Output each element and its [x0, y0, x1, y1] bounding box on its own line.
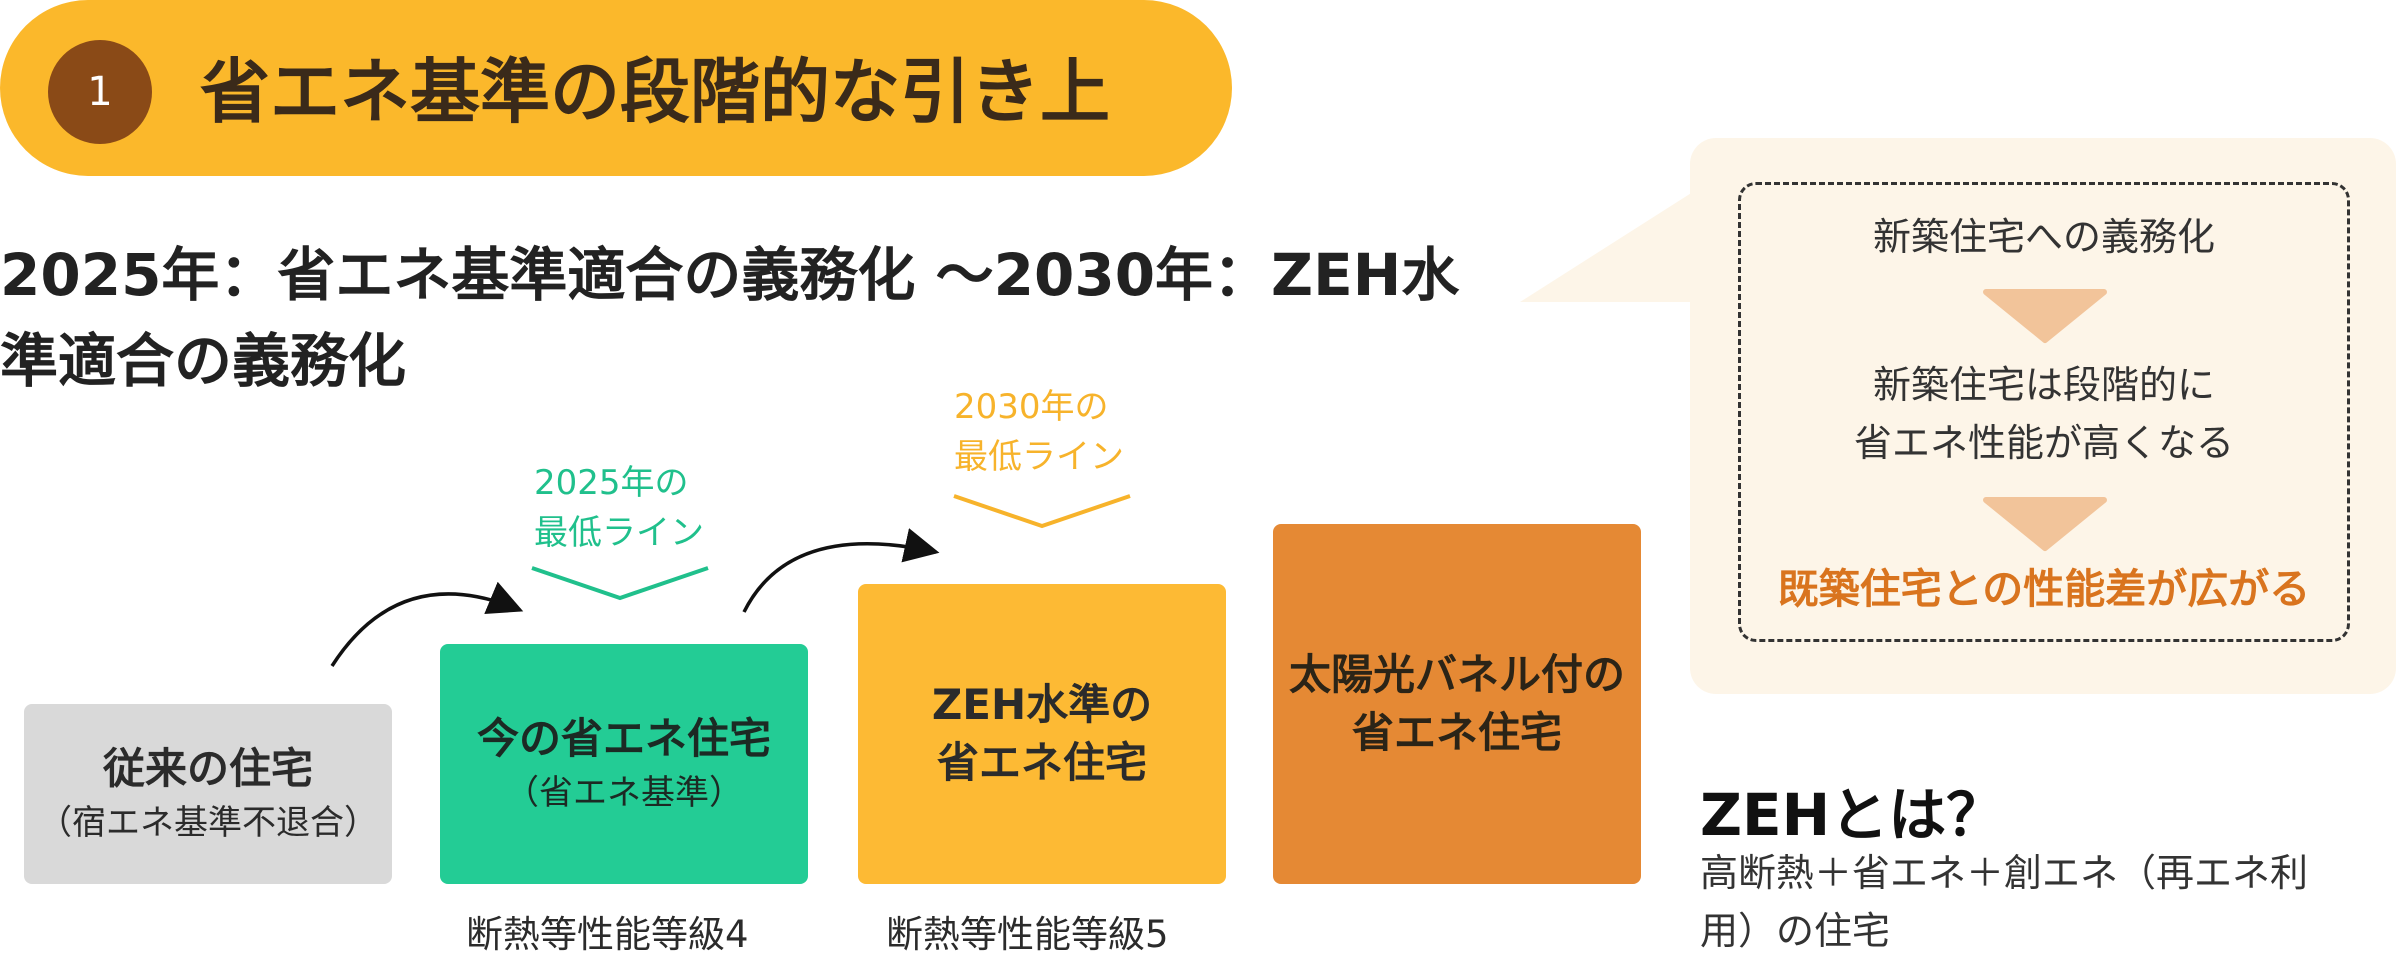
callout-frame: [1738, 182, 2350, 642]
arrow-2-icon: [742, 528, 940, 613]
step-subtitle: （宿エネ基準不退合）: [38, 803, 378, 843]
min-line-2025-label: 2025年の 最低ライン: [534, 463, 704, 553]
section-number-badge: 1: [48, 40, 152, 144]
zeh-description: 高断熱＋省エネ＋創エネ（再エネ利用）の住宅: [1700, 851, 2309, 953]
step-conventional-house: 従来の住宅 （宿エネ基準不退合）: [24, 704, 392, 884]
section-title: 省エネ基準の段階的な引き上: [200, 51, 1110, 133]
line-2030-chevron-icon: [953, 494, 1131, 529]
down-arrow-icon: [1983, 289, 2107, 343]
grade-label-4: 断熱等性能等級4: [466, 913, 749, 956]
section-header: [0, 0, 1232, 176]
callout-pointer: [1520, 190, 1696, 302]
down-arrow-icon: [1983, 497, 2107, 551]
callout-panel: [1690, 138, 2396, 694]
step-title: 今の省エネ住宅: [476, 714, 771, 763]
step-title: ZEH水準の 省エネ住宅: [931, 680, 1153, 787]
step-title: 太陽光バネル付の 省エネ住宅: [1288, 650, 1625, 757]
zeh-heading: ZEHとは？: [1700, 781, 2005, 849]
arrow-1-icon: [330, 581, 524, 667]
callout-line-2: 新築住宅は段階的に 省エネ性能が高くなる: [1853, 363, 2234, 465]
step-current-energy-saving-house: 今の省エネ住宅 （省エネ基準）: [440, 644, 808, 884]
step-subtitle: （省エネ基準）: [505, 773, 743, 813]
step-title: 従来の住宅: [102, 744, 313, 793]
subtitle: 2025年：省エネ基準適合の義務化 ～2030年：ZEH水準適合の義務化: [0, 241, 1460, 395]
callout-line-3: 既築住宅との性能差が広がる: [1777, 565, 2311, 613]
callout-line-1: 新築住宅への義務化: [1872, 215, 2215, 259]
step-solar-panel-house: 太陽光バネル付の 省エネ住宅: [1273, 524, 1641, 884]
grade-label-5: 断熱等性能等級5: [886, 913, 1169, 956]
line-2025-chevron-icon: [531, 566, 709, 601]
min-line-2030-label: 2030年の 最低ライン: [954, 387, 1124, 477]
step-zeh-level-house: ZEH水準の 省エネ住宅: [858, 584, 1226, 884]
